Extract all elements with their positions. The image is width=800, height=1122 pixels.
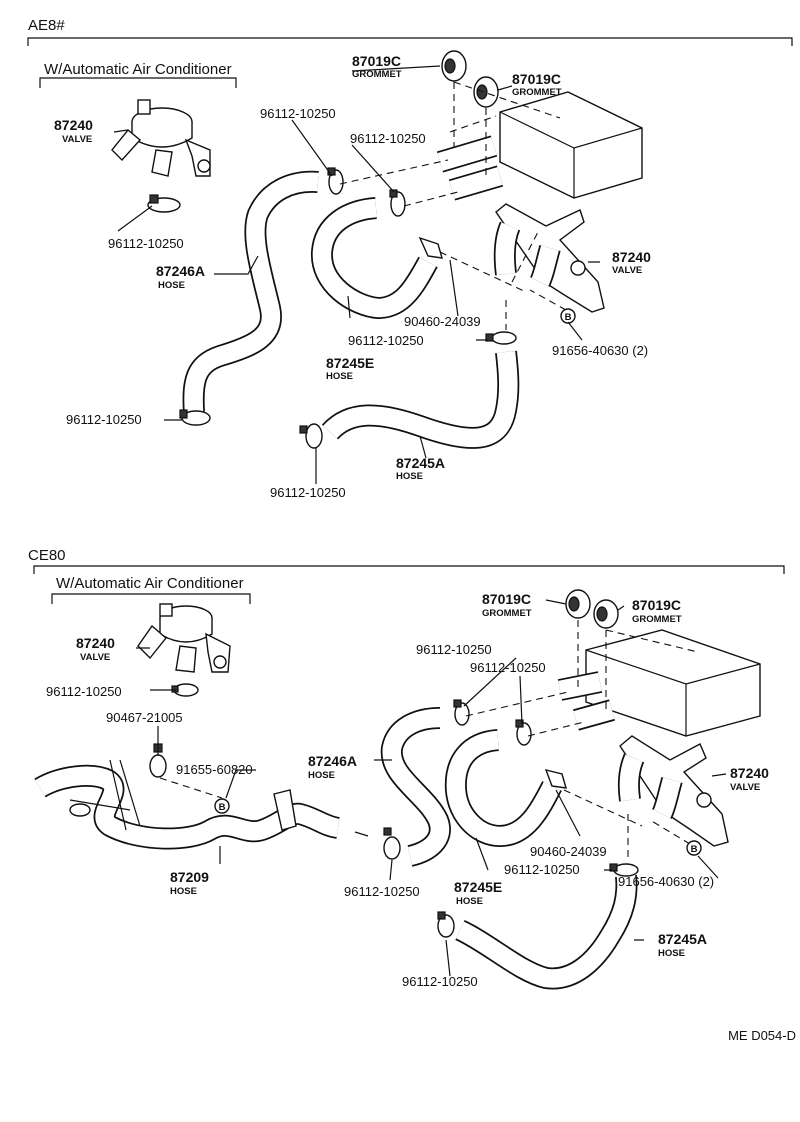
label-hose-245a-sub: HOSE bbox=[658, 948, 685, 959]
label-bolt: 91656-40630 (2) bbox=[552, 343, 648, 358]
label-valve-right-sub: VALVE bbox=[612, 265, 642, 276]
section-title-ae8: AE8# bbox=[28, 17, 65, 34]
label-hose-245e-num: 87245E bbox=[326, 355, 374, 371]
label-clamp-e: 96112-10250 bbox=[402, 974, 478, 989]
label-valve-right-num: 87240 bbox=[612, 249, 651, 265]
label-grommet2-num: 87019C bbox=[512, 71, 561, 87]
label-clamp-under-valve: 96112-10250 bbox=[108, 236, 184, 251]
label-hose-246a-sub: HOSE bbox=[158, 280, 185, 291]
label-clamp-under-valve: 96112-10250 bbox=[46, 684, 122, 699]
option-caption: W/Automatic Air Conditioner bbox=[44, 61, 232, 78]
label-bolt-marker: B bbox=[565, 312, 572, 323]
label-hose-246a-num: 87246A bbox=[156, 263, 205, 279]
label-valve-right-num: 87240 bbox=[730, 765, 769, 781]
valve-87240-left bbox=[137, 603, 231, 673]
grommet-1 bbox=[565, 589, 591, 619]
label-hose-87209-sub: HOSE bbox=[170, 886, 197, 897]
clamp-b bbox=[515, 719, 532, 746]
label-valve-left-sub: VALVE bbox=[62, 134, 92, 145]
label-valve-left-num: 87240 bbox=[76, 635, 115, 651]
label-hose-245e-sub: HOSE bbox=[326, 371, 353, 382]
grommet-2 bbox=[473, 76, 499, 108]
label-clamp-d: 96112-10250 bbox=[344, 884, 420, 899]
section-ae8: AE8# W/Automatic Air Conditioner bbox=[27, 17, 793, 500]
label-hose-246a-num: 87246A bbox=[308, 753, 357, 769]
label-hose-245a-num: 87245A bbox=[396, 455, 445, 471]
label-clamp-e: 96112-10250 bbox=[270, 485, 346, 500]
valve-87240-left bbox=[111, 99, 211, 177]
valve-87240-right bbox=[617, 735, 729, 847]
label-hose-245a-num: 87245A bbox=[658, 931, 707, 947]
label-clamp-c: 96112-10250 bbox=[504, 862, 580, 877]
clamp-d bbox=[179, 409, 211, 426]
label-grommet1-sub: GROMMET bbox=[482, 608, 532, 619]
clamp-e bbox=[299, 423, 323, 449]
label-grommet1-num: 87019C bbox=[352, 53, 401, 69]
label-valve-right-sub: VALVE bbox=[730, 782, 760, 793]
label-hose-246a-sub: HOSE bbox=[308, 770, 335, 781]
option-bracket bbox=[51, 593, 251, 604]
clamp-c bbox=[485, 331, 517, 345]
clamp-b bbox=[389, 189, 406, 217]
label-grommet2-num: 87019C bbox=[632, 597, 681, 613]
label-clamp-90467: 90467-21005 bbox=[106, 710, 183, 725]
label-grommet2-sub: GROMMET bbox=[512, 87, 562, 98]
clip-90460 bbox=[418, 236, 443, 259]
label-valve-left-sub: VALVE bbox=[80, 652, 110, 663]
label-clamp-b: 96112-10250 bbox=[350, 131, 426, 146]
option-caption: W/Automatic Air Conditioner bbox=[56, 575, 244, 592]
label-bolt-marker: B bbox=[219, 802, 226, 813]
label-clip: 90460-24039 bbox=[530, 844, 607, 859]
bracket-87209 bbox=[69, 789, 297, 831]
clamp-a bbox=[327, 167, 344, 195]
label-hose-245a-sub: HOSE bbox=[396, 471, 423, 482]
label-clip: 90460-24039 bbox=[404, 314, 481, 329]
valve-87240-right bbox=[493, 203, 605, 313]
diagram-code: ME D054-D bbox=[728, 1028, 796, 1043]
label-hose-87209-num: 87209 bbox=[170, 869, 209, 885]
bolt-91655: B bbox=[214, 798, 230, 814]
label-clamp-a: 96112-10250 bbox=[416, 642, 492, 657]
clamp-near-87209 bbox=[383, 827, 401, 860]
clamp-a bbox=[453, 699, 470, 726]
label-clamp-c: 96112-10250 bbox=[348, 333, 424, 348]
label-valve-left-num: 87240 bbox=[54, 117, 93, 133]
label-bolt-91655: 91655-60820 bbox=[176, 762, 253, 777]
clamp-under-left-valve bbox=[147, 194, 181, 213]
grommet-1 bbox=[441, 50, 467, 82]
grommet-2 bbox=[593, 599, 619, 629]
label-clamp-b: 96112-10250 bbox=[470, 660, 546, 675]
clip-90460 bbox=[544, 768, 567, 789]
label-grommet1-sub: GROMMET bbox=[352, 69, 402, 80]
label-hose-245e-sub: HOSE bbox=[456, 896, 483, 907]
heater-core-top bbox=[449, 91, 643, 199]
heater-core-bottom bbox=[585, 629, 761, 737]
bolt-91656: B bbox=[686, 840, 702, 856]
label-bolt: 91656-40630 (2) bbox=[618, 874, 714, 889]
bolt-91656: B bbox=[560, 308, 576, 324]
section-bracket bbox=[27, 37, 793, 46]
label-bolt-marker: B bbox=[691, 844, 698, 855]
label-clamp-a: 96112-10250 bbox=[260, 106, 336, 121]
label-clamp-d: 96112-10250 bbox=[66, 412, 142, 427]
section-title-ce80: CE80 bbox=[28, 547, 66, 564]
label-hose-245e-num: 87245E bbox=[454, 879, 502, 895]
section-bracket bbox=[33, 565, 785, 574]
option-bracket bbox=[39, 77, 237, 88]
clamp-e bbox=[437, 911, 455, 938]
clamp-c bbox=[609, 863, 639, 877]
label-grommet1-num: 87019C bbox=[482, 591, 531, 607]
section-ce80: CE80 W/Automatic Air Conditioner bbox=[28, 547, 785, 990]
label-grommet2-sub: GROMMET bbox=[632, 614, 682, 625]
